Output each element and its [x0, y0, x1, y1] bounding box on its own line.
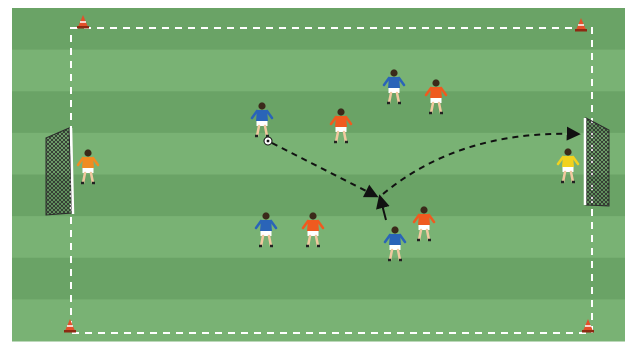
grass-stripe: [12, 50, 625, 92]
grass-stripe: [12, 175, 625, 217]
pitch-stripes: [12, 8, 625, 342]
ball: [264, 137, 272, 145]
grass-stripe: [12, 8, 625, 50]
goal-left: [46, 128, 73, 215]
grass-stripe: [12, 91, 625, 133]
grass-stripe: [12, 258, 625, 300]
grass-stripe: [12, 299, 625, 341]
grass-stripe: [12, 133, 625, 175]
goal-right: [585, 118, 609, 206]
